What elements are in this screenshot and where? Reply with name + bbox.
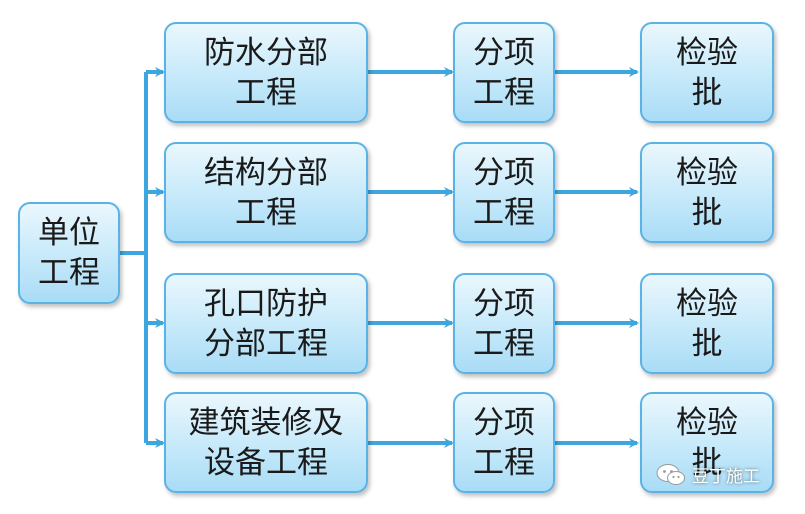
item-box-1: 分项 工程 — [453, 22, 555, 123]
division-label-2: 结构分部 工程 — [204, 154, 328, 231]
batch-box-2: 检验 批 — [640, 142, 774, 243]
division-box-4: 建筑装修及 设备工程 — [164, 392, 368, 493]
batch-label-1: 检验 批 — [676, 34, 738, 111]
division-box-2: 结构分部 工程 — [164, 142, 368, 243]
division-box-3: 孔口防护 分部工程 — [164, 273, 368, 374]
division-label-1: 防水分部 工程 — [204, 34, 328, 111]
item-label-2: 分项 工程 — [473, 154, 535, 231]
item-label-3: 分项 工程 — [473, 285, 535, 362]
item-box-4: 分项 工程 — [453, 392, 555, 493]
item-box-3: 分项 工程 — [453, 273, 555, 374]
item-box-2: 分项 工程 — [453, 142, 555, 243]
division-box-1: 防水分部 工程 — [164, 22, 368, 123]
watermark-text: 豆丁施工 — [692, 467, 760, 487]
root-unit-project-box: 单位 工程 — [18, 202, 120, 304]
division-label-4: 建筑装修及 设备工程 — [188, 404, 344, 481]
watermark: 豆丁施工 — [656, 462, 760, 487]
wechat-icon — [656, 463, 686, 487]
batch-label-4: 检验 批 — [676, 404, 738, 481]
batch-label-3: 检验 批 — [676, 285, 738, 362]
item-label-1: 分项 工程 — [473, 34, 535, 111]
batch-box-1: 检验 批 — [640, 22, 774, 123]
item-label-4: 分项 工程 — [473, 404, 535, 481]
batch-label-2: 检验 批 — [676, 154, 738, 231]
root-label: 单位 工程 — [38, 215, 100, 291]
batch-box-3: 检验 批 — [640, 273, 774, 374]
division-label-3: 孔口防护 分部工程 — [204, 285, 328, 362]
